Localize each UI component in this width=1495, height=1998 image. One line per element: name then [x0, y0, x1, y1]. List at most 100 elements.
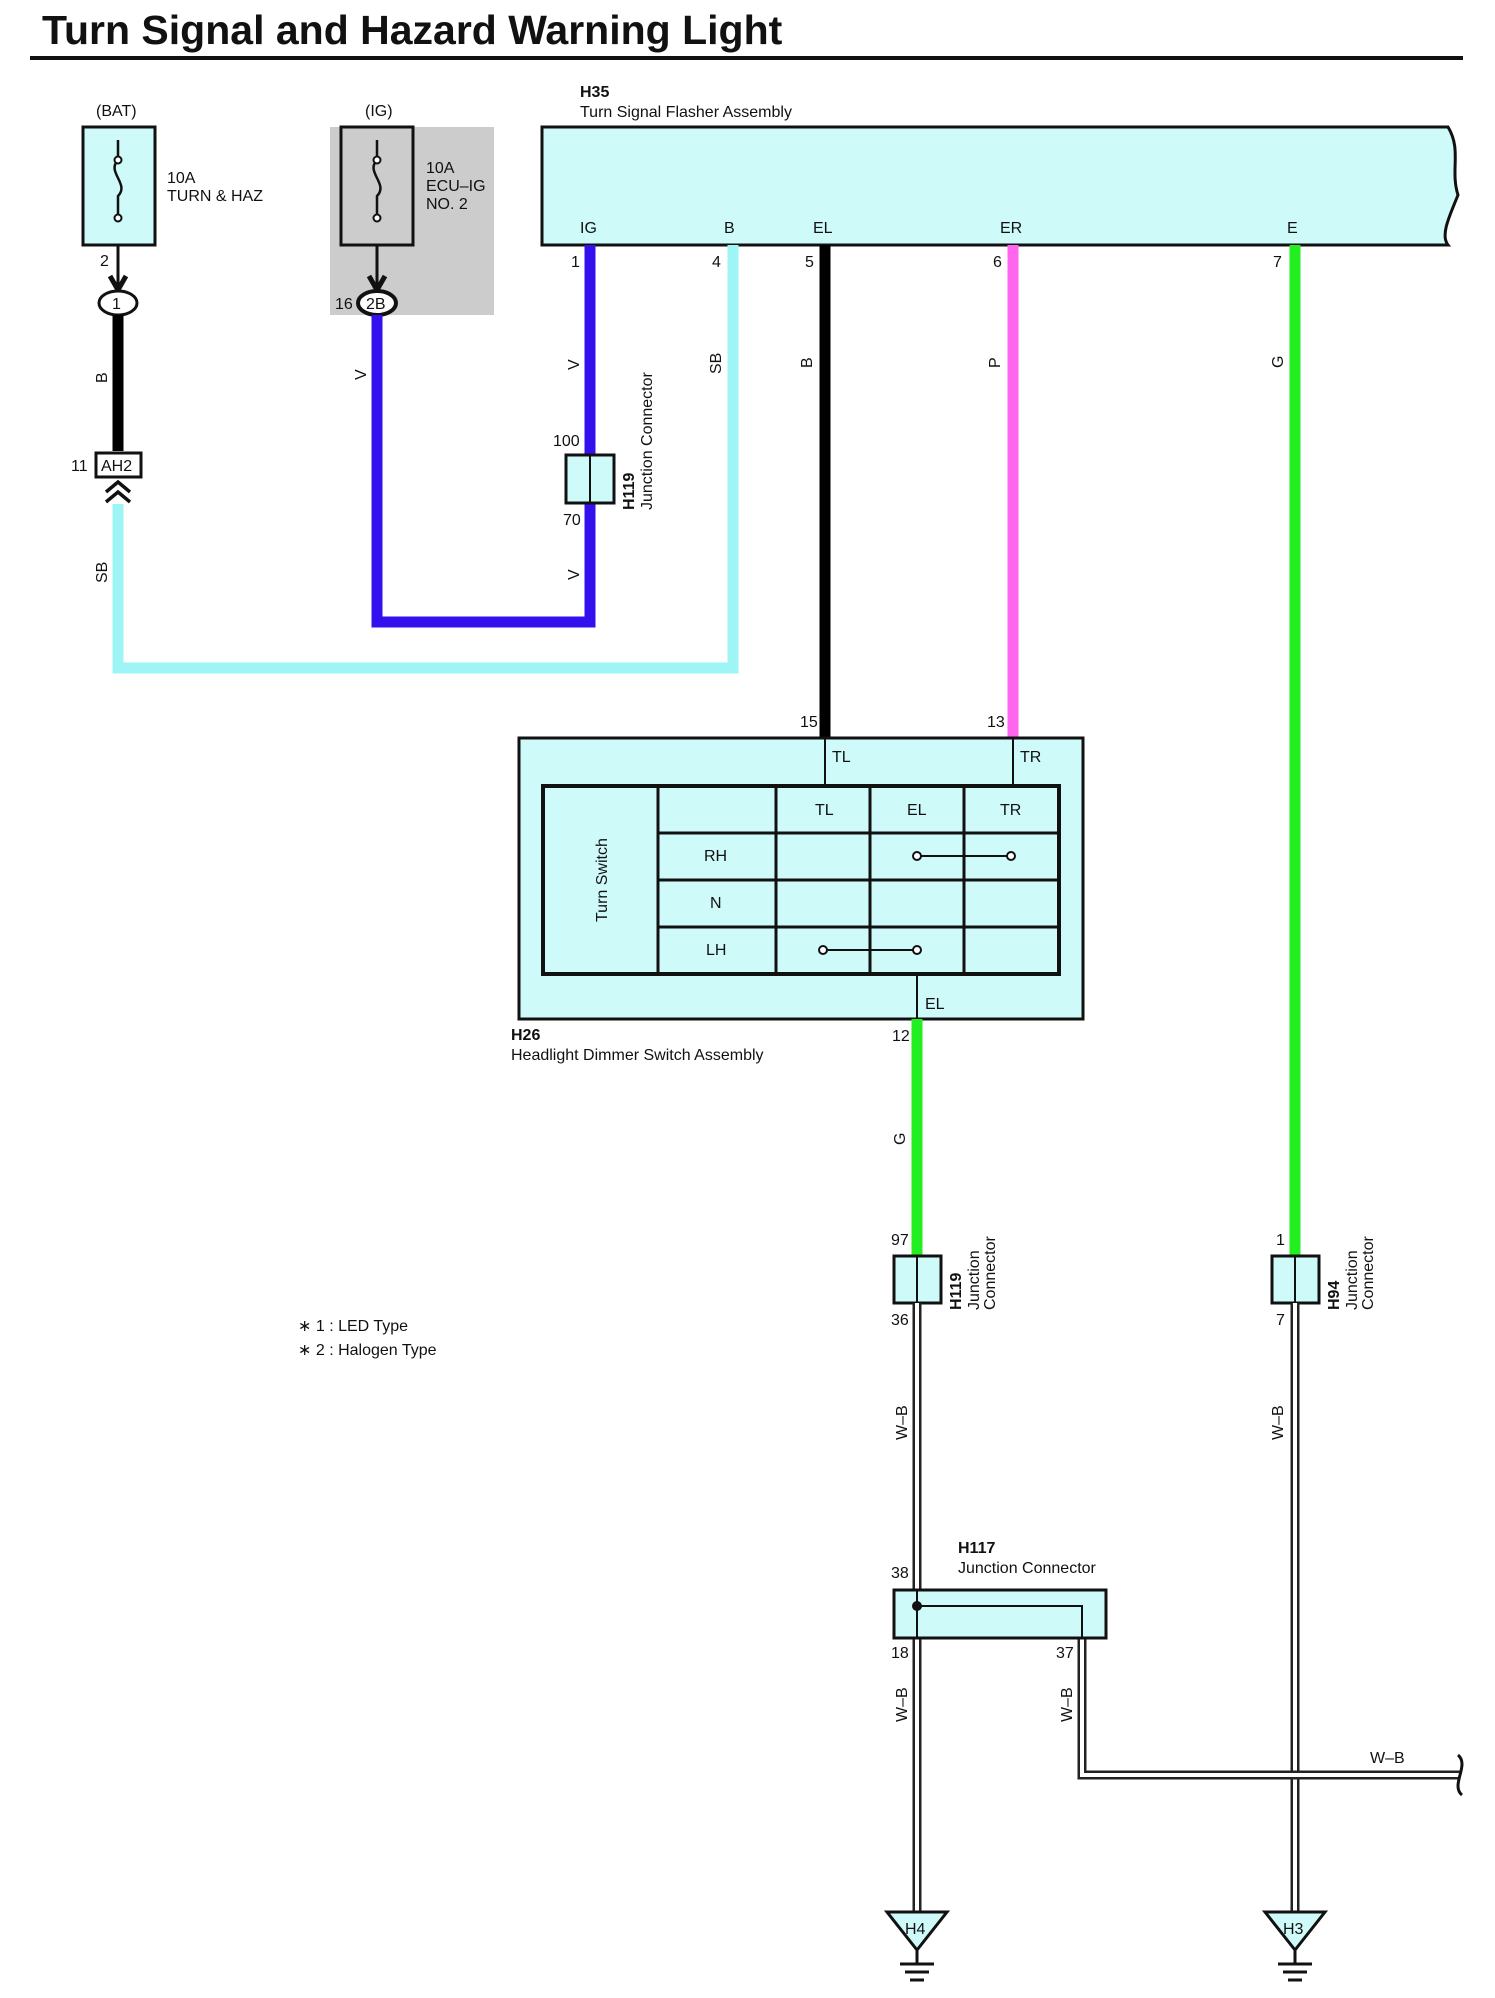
dimmer-term-el: EL [925, 996, 945, 1013]
ground-h3: H3 [1261, 1910, 1329, 1982]
fuse-ig-source: (IG) [365, 103, 393, 120]
fuse-bat-source: (BAT) [96, 103, 137, 120]
note-led-type: ∗ 1 : LED Type [298, 1318, 408, 1335]
ground-h3-label: H3 [1283, 1921, 1304, 1938]
wire-label-wb-5: W–B [1370, 1750, 1405, 1767]
fuse-ig-name-2: NO. 2 [426, 196, 468, 213]
flasher-pin-6: 6 [993, 254, 1002, 271]
junction-h119-lower: 97 36 H119 Junction Connector [891, 1232, 999, 1329]
ground-h4-label: H4 [905, 1921, 926, 1938]
h117-pin-18: 18 [891, 1645, 909, 1662]
switch-label: Turn Switch [594, 838, 611, 922]
ground-h3-triangle [1261, 1910, 1329, 1953]
wire-label-b-el: B [799, 357, 816, 368]
wire-label-v-left: V [353, 369, 370, 380]
connector-ah2-box [94, 451, 143, 479]
fuse-bat-name: TURN & HAZ [167, 188, 263, 205]
h119-upper-name: Junction Connector [639, 371, 656, 510]
h94-pin-out: 7 [1276, 1312, 1285, 1329]
dimmer-pin-15: 15 [800, 714, 818, 731]
h94-pin-in: 1 [1276, 1232, 1285, 1249]
off-page-break [1456, 1753, 1464, 1797]
switch-row-rh: RH [704, 848, 727, 865]
h117-pin-38: 38 [891, 1565, 909, 1582]
connector-ah2-pin: 11 [71, 458, 88, 475]
wire-sb [112, 245, 739, 674]
connector-ah2: 11 AH2 [71, 451, 143, 504]
fuse-ig-rating: 10A [426, 160, 455, 177]
connector-ah2-chevrons [104, 479, 132, 504]
h94-name-1: Junction [1344, 1250, 1361, 1310]
wire-label-b-bat: B [94, 372, 111, 383]
flasher-name: Turn Signal Flasher Assembly [580, 104, 792, 121]
wire-label-g-e: G [1270, 356, 1287, 368]
switch-row-lh: LH [706, 942, 726, 959]
h117-id: H117 [958, 1540, 995, 1557]
flasher-terminal-b: B [724, 220, 735, 237]
wire-label-sb-right: SB [708, 353, 725, 374]
wire-label-sb-left: SB [94, 562, 111, 583]
wire-label-p: P [987, 357, 1004, 368]
fuse-bat: (BAT) 10A TURN & HAZ 2 1 [81, 103, 263, 317]
wire-label-wb-3: W–B [894, 1687, 911, 1722]
h119-lower-name-1: Junction [966, 1250, 983, 1310]
dimmer-pin-13: 13 [987, 714, 1005, 731]
fuse-ig-name-1: ECU–IG [426, 178, 486, 195]
h119-upper-id: H119 [621, 473, 638, 510]
h94-id: H94 [1326, 1281, 1343, 1310]
wire-label-wb-2: W–B [1270, 1405, 1287, 1440]
connector-1-label: 1 [112, 296, 121, 313]
fuse-ig: (IG) 10A ECU–IG NO. 2 16 2B [330, 103, 494, 317]
flasher-terminal-el: EL [813, 220, 833, 237]
ground-h4: H4 [883, 1910, 951, 1982]
flasher-id: H35 [580, 84, 609, 101]
page-title: Turn Signal and Hazard Warning Light [42, 7, 783, 53]
flasher-terminal-ig: IG [580, 220, 597, 237]
connector-ah2-label: AH2 [101, 458, 132, 475]
junction-h117: H117 Junction Connector 38 18 37 [891, 1540, 1108, 1662]
wire-label-wb-1: W–B [894, 1405, 911, 1440]
flasher-terminal-er: ER [1000, 220, 1022, 237]
switch-col-tl: TL [815, 802, 834, 819]
wire-wb-group [912, 1303, 1460, 1930]
wire-label-g-el: G [892, 1133, 909, 1145]
h119-lower-id: H119 [948, 1273, 965, 1310]
h119-lower-name-2: Connector [982, 1236, 999, 1310]
h117-name: Junction Connector [958, 1560, 1097, 1577]
connector-2b-label: 2B [366, 296, 386, 313]
wire-v [371, 245, 596, 628]
h119-upper-pin-in: 100 [553, 433, 580, 450]
flasher-pin-5: 5 [805, 254, 814, 271]
flasher-pin-4: 4 [712, 254, 721, 271]
h119-upper-pin-out: 70 [563, 512, 581, 529]
wire-label-v-upper: V [566, 359, 583, 370]
fuse-bat-pin: 2 [100, 253, 109, 270]
fuse-ig-pin: 16 [335, 296, 353, 313]
ground-h4-triangle [883, 1910, 951, 1953]
dimmer-term-tr: TR [1020, 749, 1041, 766]
flasher-box [540, 125, 1460, 247]
h117-pin-37: 37 [1056, 1645, 1074, 1662]
h94-name-2: Connector [1360, 1236, 1377, 1310]
fuse-bat-rating: 10A [167, 170, 196, 187]
flasher-h35: H35 Turn Signal Flasher Assembly IG B EL… [540, 84, 1460, 271]
dimmer-pin-12: 12 [892, 1028, 910, 1045]
switch-col-el: EL [907, 802, 927, 819]
note-halogen-type: ∗ 2 : Halogen Type [298, 1342, 437, 1359]
wire-label-wb-4: W–B [1059, 1687, 1076, 1722]
switch-row-n: N [710, 895, 722, 912]
wire-label-v-lower: V [566, 569, 583, 580]
flasher-terminal-e: E [1287, 220, 1298, 237]
dimmer-h26: 15 13 TL TR Turn Switch TL EL TR RH N LH… [511, 714, 1085, 1064]
flasher-pin-7: 7 [1273, 254, 1282, 271]
flasher-pin-1: 1 [571, 254, 580, 271]
h117-box [892, 1588, 1108, 1640]
dimmer-term-tl: TL [832, 749, 851, 766]
h119-lower-pin-out: 36 [891, 1312, 909, 1329]
junction-h119-upper: 100 70 H119 Junction Connector [553, 371, 656, 529]
switch-col-tr: TR [1000, 802, 1021, 819]
junction-h94: 1 7 H94 Junction Connector [1270, 1232, 1377, 1329]
h119-lower-pin-in: 97 [891, 1232, 909, 1249]
dimmer-name: Headlight Dimmer Switch Assembly [511, 1047, 764, 1064]
